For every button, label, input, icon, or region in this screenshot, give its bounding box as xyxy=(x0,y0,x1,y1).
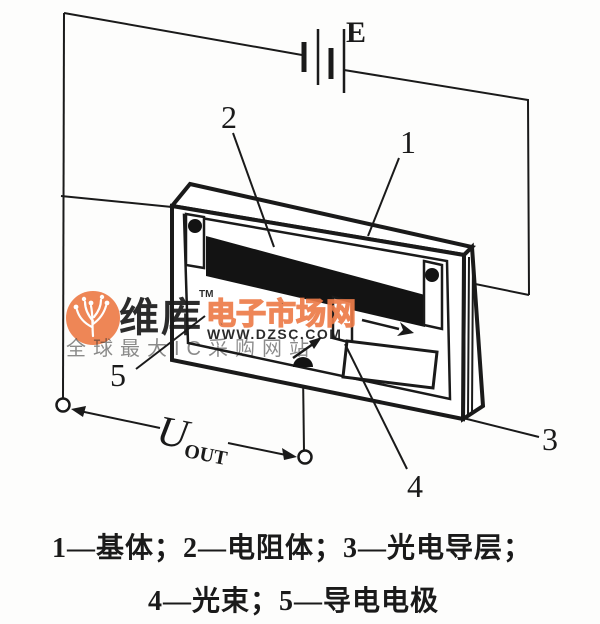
right-electrode-dot xyxy=(425,268,439,282)
callout-4: 4 xyxy=(407,468,423,504)
callout-3: 3 xyxy=(542,421,558,457)
leader-5 xyxy=(135,315,206,370)
photoconductive-layer-lines xyxy=(467,255,474,417)
leader-1 xyxy=(367,157,400,237)
resistive-band xyxy=(206,236,425,327)
left-electrode-dot xyxy=(188,219,202,233)
light-beam-arrow-head xyxy=(309,337,322,349)
output-annotation: U OUT xyxy=(55,397,313,470)
watermark: 维库 TM 电子市场网 WWW.DZSC.COM 全球最大IC采购网站 xyxy=(66,289,357,360)
watermark-brand: 维库 xyxy=(119,296,203,340)
slider-direction-arrow-shaft xyxy=(361,318,400,331)
uout-subscript: OUT xyxy=(182,440,229,470)
callout-2: 2 xyxy=(221,99,237,135)
wire-top-left xyxy=(63,12,303,56)
wiper-contact xyxy=(293,357,313,367)
watermark-tm: TM xyxy=(199,289,213,300)
wire-left-to-device xyxy=(60,195,173,208)
wire-top-right xyxy=(343,69,530,296)
leader-lines xyxy=(135,132,540,470)
leader-2 xyxy=(232,132,275,248)
callout-1: 1 xyxy=(400,124,416,160)
lower-window xyxy=(341,339,439,390)
caption-line-1: 1—基体；2—电阻体；3—光电导层； xyxy=(52,532,532,564)
watermark-url: WWW.DZSC.COM xyxy=(207,326,342,342)
terminal-right xyxy=(297,449,313,465)
wire-left-vertical xyxy=(62,12,65,399)
caption-line-2: 4—光束；5—导电电极 xyxy=(148,585,439,617)
battery-label: E xyxy=(346,16,366,49)
watermark-tagline: 全球最大IC采购网站 xyxy=(66,337,316,360)
battery-symbol xyxy=(301,29,346,93)
leader-4 xyxy=(344,343,408,470)
uout-dim-line-left xyxy=(74,409,161,429)
uout-arrow-left xyxy=(71,406,86,417)
uout-dim-line-right xyxy=(227,442,287,456)
device-inner-frame xyxy=(182,213,452,401)
watermark-logo-sprout xyxy=(73,294,110,338)
uout-arrow-right xyxy=(282,448,297,460)
callout-5: 5 xyxy=(110,357,126,393)
terminal-left xyxy=(55,397,71,413)
leader-3 xyxy=(462,417,540,438)
watermark-site: 电子市场网 xyxy=(206,297,356,331)
slider-direction-arrow-head xyxy=(397,322,414,336)
light-beam-arrow-shaft xyxy=(292,342,314,360)
